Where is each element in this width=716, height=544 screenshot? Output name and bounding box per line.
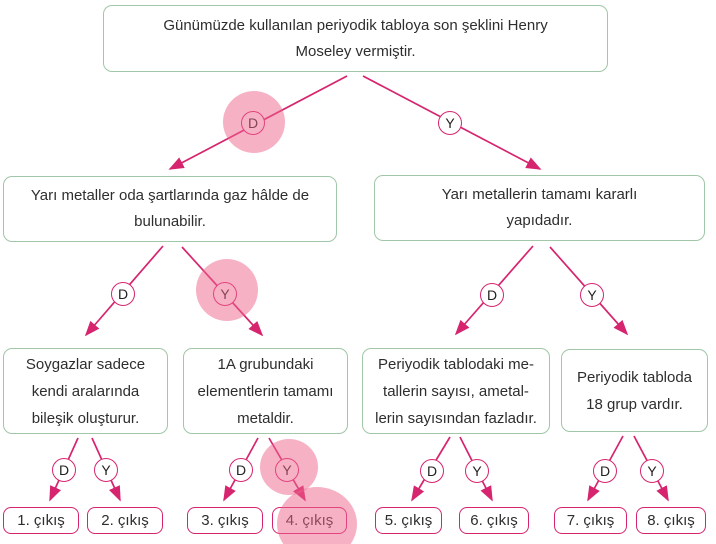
decision-circle-3b-D[interactable]: D (229, 458, 253, 482)
decision-circle-3b-Y[interactable]: Y (275, 458, 299, 482)
exit-box-5[interactable]: 5. çıkış (375, 507, 442, 534)
statement-box-3: Periyodik tablodaki me- tallerin sayısı,… (362, 348, 550, 434)
exit-box-6[interactable]: 6. çıkış (459, 507, 529, 534)
root-statement-box: Günümüzde kullanılan periyodik tabloya s… (103, 5, 608, 72)
exit-box-2[interactable]: 2. çıkış (87, 507, 163, 534)
decision-circle-2L-Y[interactable]: Y (213, 282, 237, 306)
decision-circle-3a-D[interactable]: D (52, 458, 76, 482)
branch-statement-box-right: Yarı metallerin tamamı kararlı yapıdadır… (374, 175, 705, 241)
exit-box-7[interactable]: 7. çıkış (554, 507, 627, 534)
decision-circle-2R-D[interactable]: D (480, 283, 504, 307)
decision-circle-3d-Y[interactable]: Y (640, 459, 664, 483)
decision-circle-3d-D[interactable]: D (593, 459, 617, 483)
decision-circle-1-Y[interactable]: Y (438, 111, 462, 135)
exit-box-4[interactable]: 4. çıkış (272, 507, 347, 534)
exit-box-1[interactable]: 1. çıkış (3, 507, 79, 534)
branch-statement-box-left: Yarı metaller oda şartlarında gaz hâlde … (3, 176, 337, 242)
decision-circle-2R-Y[interactable]: Y (580, 283, 604, 307)
exit-box-8[interactable]: 8. çıkış (636, 507, 706, 534)
statement-box-4: Periyodik tabloda 18 grup vardır. (561, 349, 708, 432)
decision-circle-1-D[interactable]: D (241, 111, 265, 135)
exit-box-3[interactable]: 3. çıkış (187, 507, 263, 534)
decision-circle-3a-Y[interactable]: Y (94, 458, 118, 482)
statement-box-1: Soygazlar sadece kendi aralarında bileşi… (3, 348, 168, 434)
decision-circle-2L-D[interactable]: D (111, 282, 135, 306)
decision-circle-3c-D[interactable]: D (420, 459, 444, 483)
decision-circle-3c-Y[interactable]: Y (465, 459, 489, 483)
statement-box-2: 1A grubundaki elementlerin tamamı metald… (183, 348, 348, 434)
